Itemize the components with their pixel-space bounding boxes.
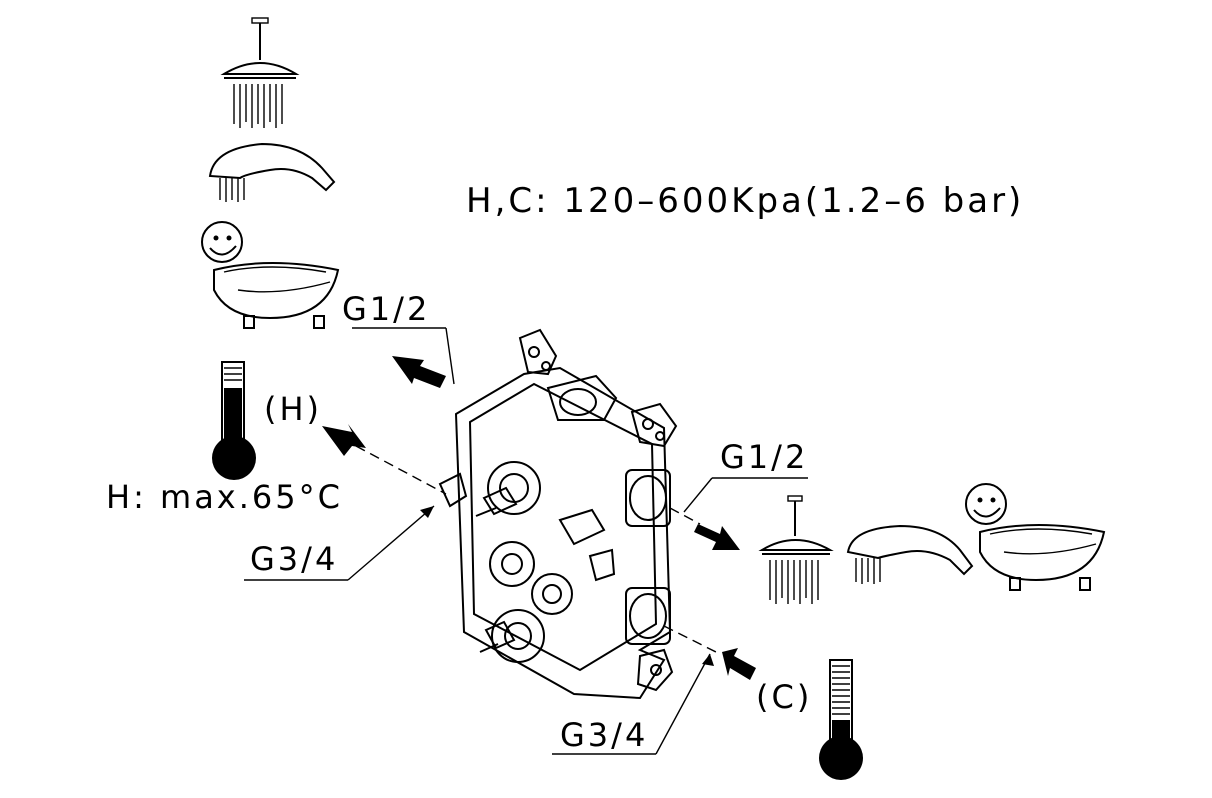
thermometer-hot-icon <box>212 361 256 480</box>
thermometer-cold-icon <box>819 659 863 780</box>
bathtub-icon <box>201 221 340 329</box>
pressure-spec: H,C: 120–600Kpa(1.2–6 bar) <box>466 181 1024 221</box>
hot-inlet-arrow <box>322 424 366 456</box>
cold-inlet-label: (C) <box>756 678 812 716</box>
inlet-left-size: G3/4 <box>250 540 338 578</box>
hand-shower-icon <box>208 142 336 202</box>
overhead-shower-icon-right <box>758 495 834 604</box>
hot-temp-spec: H: max.65°C <box>106 478 343 516</box>
outlet-right-size: G1/2 <box>720 438 808 476</box>
hand-shower-icon-right <box>846 524 974 584</box>
outlet-left-leader: G1/2 <box>342 290 455 385</box>
inlet-left-leader: G3/4 <box>244 505 435 581</box>
overhead-shower-icon <box>220 17 300 128</box>
inlet-right-leader: G3/4 <box>552 653 714 755</box>
outlet-left-size: G1/2 <box>342 290 430 328</box>
cold-inlet-arrow <box>722 648 756 680</box>
bathtub-icon-right <box>965 483 1106 591</box>
inlet-right-size: G3/4 <box>560 716 648 754</box>
outlet-right-arrow <box>694 524 740 550</box>
hot-inlet-label: (H) <box>264 390 322 428</box>
mixer-valve-body <box>438 328 678 700</box>
outlet-left-arrow <box>392 356 446 388</box>
outlet-right-leader: G1/2 <box>683 438 808 513</box>
